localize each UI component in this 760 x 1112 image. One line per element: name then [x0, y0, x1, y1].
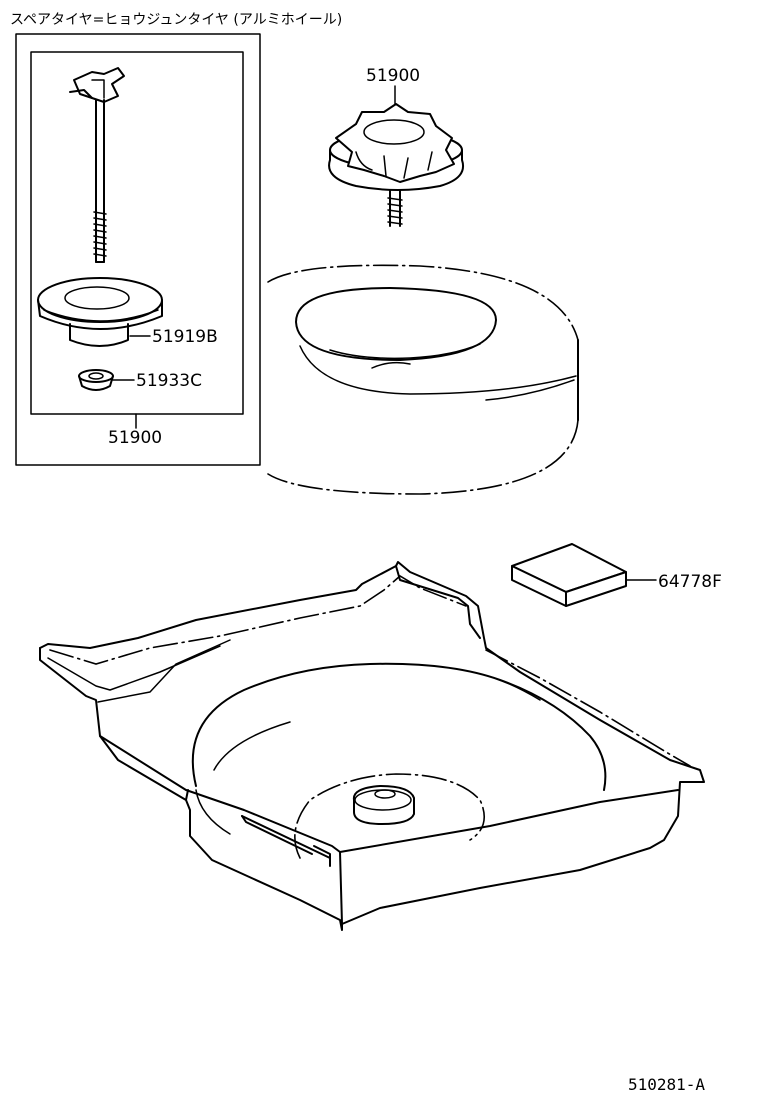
label-plate-51919B: 51919B	[152, 327, 218, 347]
kit-inner-frame	[30, 51, 244, 415]
trunk-floor-pan-icon	[39, 561, 705, 931]
block-64778F-icon: 64778F	[511, 543, 722, 607]
label-block-64778F: 64778F	[658, 572, 722, 592]
diagram-code: 510281-A	[628, 1075, 705, 1094]
nut-51933C-icon: 51933C	[78, 369, 202, 391]
label-nut-51933C: 51933C	[136, 371, 202, 391]
carrier-hanger-icon	[328, 103, 464, 227]
carrier-bolt-icon	[69, 67, 125, 263]
spare-tire-icon	[267, 264, 579, 495]
label-kit-51900: 51900	[108, 428, 162, 448]
plate-51919B-icon: 51919B	[37, 277, 218, 347]
label-hanger-51900: 51900	[366, 66, 420, 86]
kit-outer-frame	[15, 33, 261, 466]
diagram-title: スペアタイヤ=ヒョウジュンタイヤ (アルミホイール)	[10, 12, 342, 28]
